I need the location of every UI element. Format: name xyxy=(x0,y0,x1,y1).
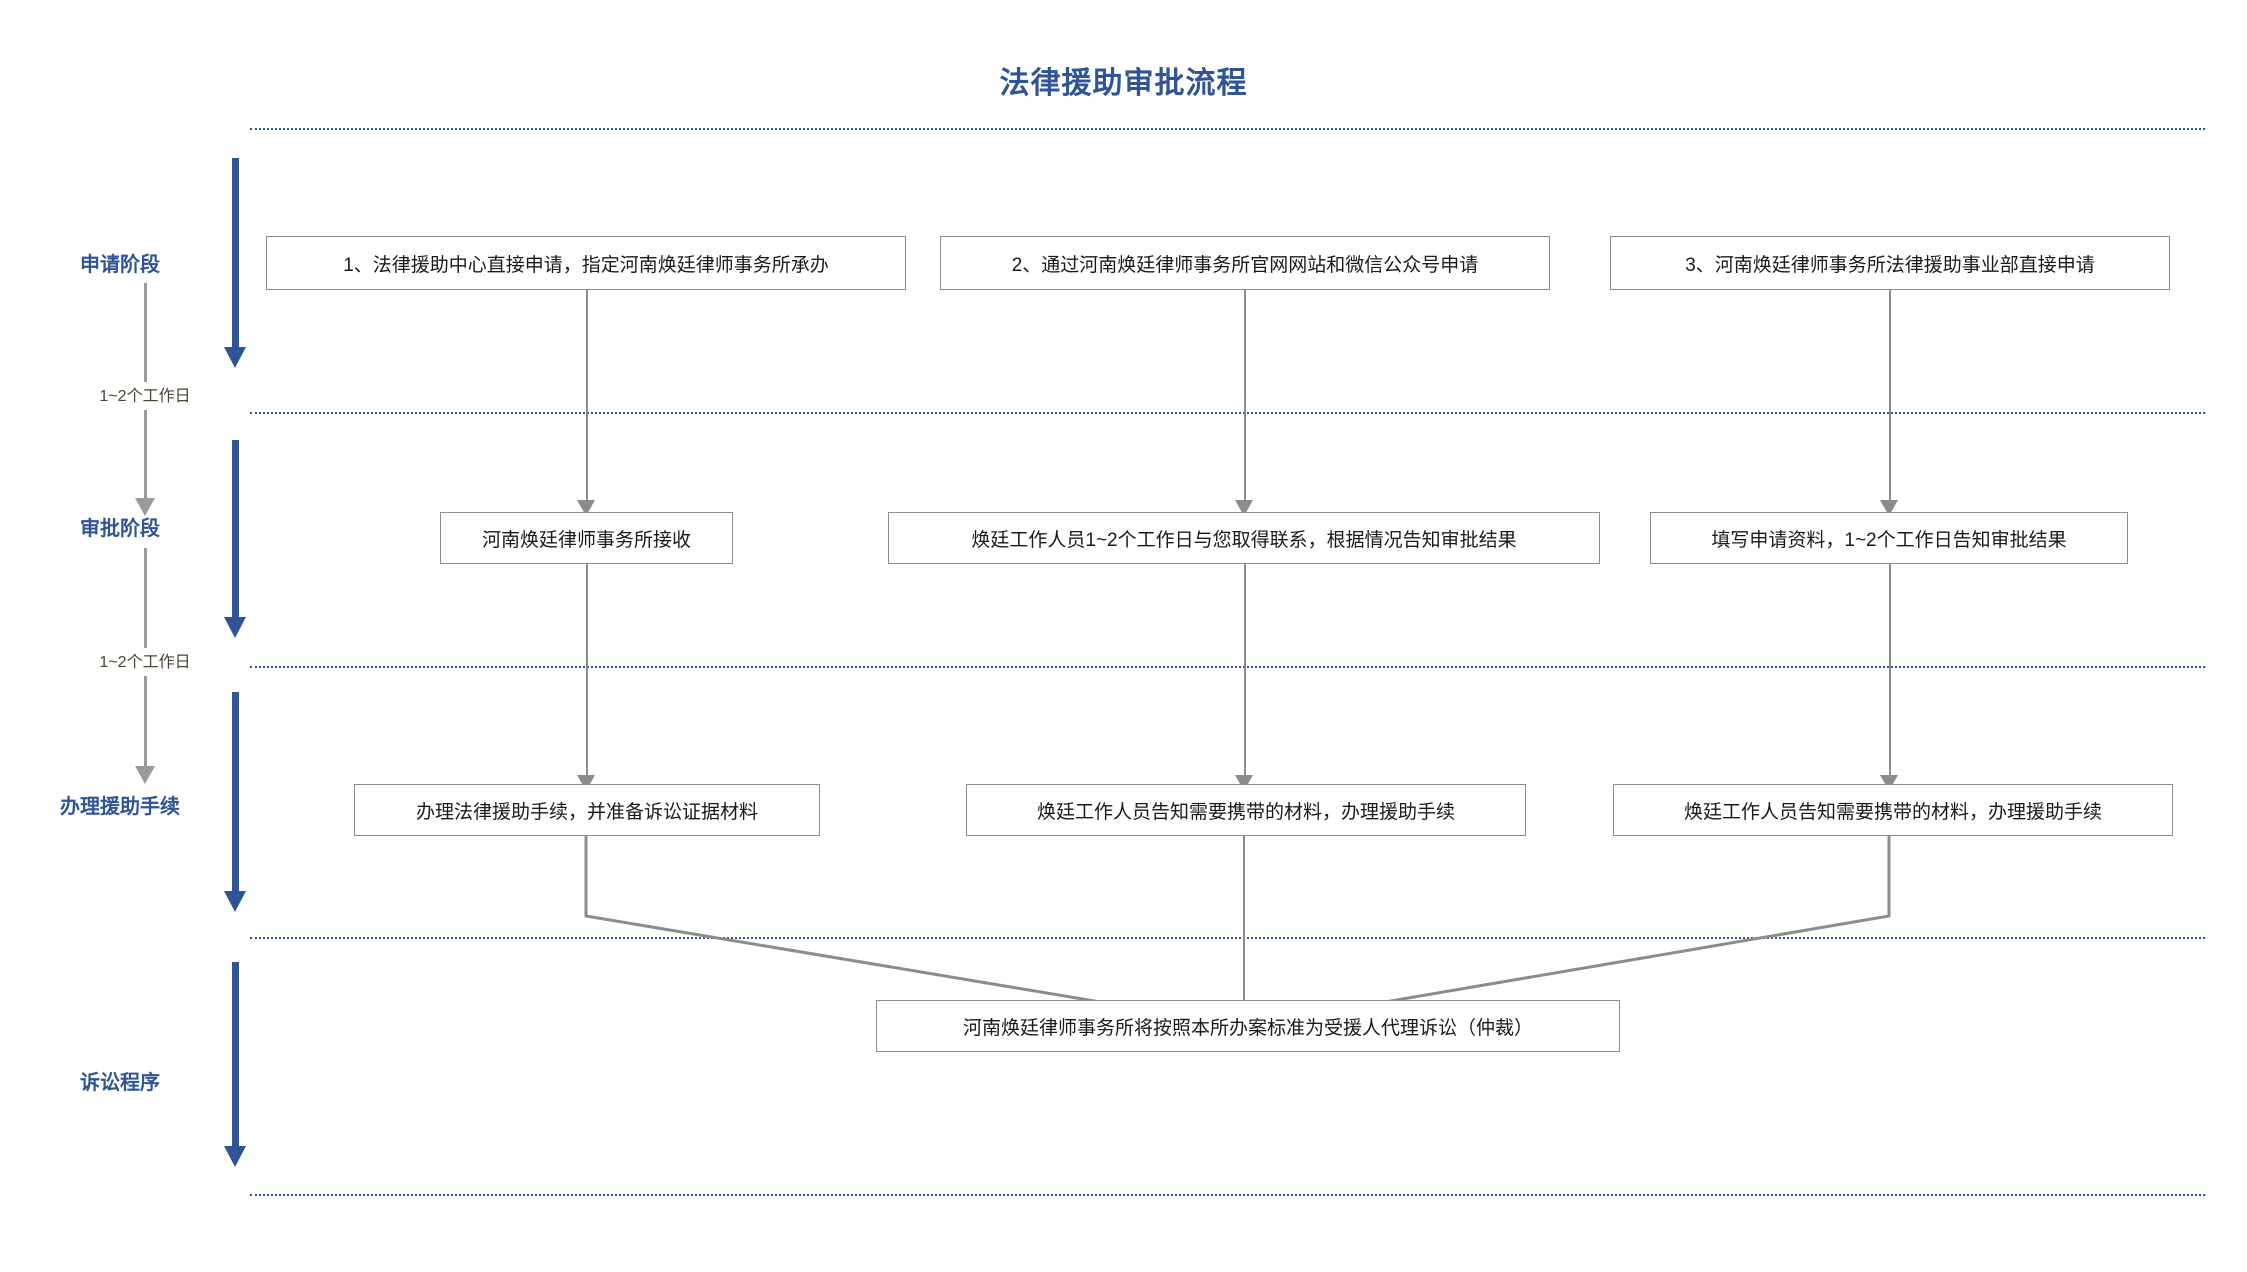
connector-review3-to-proc3 xyxy=(1889,564,1891,780)
merge-line-left xyxy=(584,836,1245,1028)
duration-arrowhead-1 xyxy=(135,498,155,516)
divider-top xyxy=(250,128,2205,130)
merge-line-right xyxy=(1243,836,1891,1028)
node-review-1[interactable]: 河南焕廷律师事务所接收 xyxy=(440,512,733,564)
stage-arrow-review xyxy=(224,440,246,638)
duration-line-2-lower xyxy=(144,676,147,768)
divider-bottom xyxy=(250,1194,2205,1196)
duration-line-1-upper xyxy=(144,283,147,388)
node-litigation-1[interactable]: 河南焕廷律师事务所将按照本所办案标准为受援人代理诉讼（仲裁） xyxy=(876,1000,1620,1052)
stage-label-procedure: 办理援助手续 xyxy=(60,796,180,818)
divider-review xyxy=(250,666,2205,668)
stage-label-apply: 申请阶段 xyxy=(80,254,160,276)
stage-label-review: 审批阶段 xyxy=(80,518,160,540)
node-procedure-1[interactable]: 办理法律援助手续，并准备诉讼证据材料 xyxy=(354,784,820,836)
connector-apply1-to-review1 xyxy=(586,290,588,504)
stage-arrow-procedure xyxy=(224,692,246,912)
duration-arrowhead-2 xyxy=(135,766,155,784)
node-procedure-2[interactable]: 焕廷工作人员告知需要携带的材料，办理援助手续 xyxy=(966,784,1526,836)
divider-apply xyxy=(250,412,2205,414)
divider-procedure xyxy=(250,937,2205,939)
node-review-2[interactable]: 焕廷工作人员1~2个工作日与您取得联系，根据情况告知审批结果 xyxy=(888,512,1600,564)
page-title: 法律援助审批流程 xyxy=(999,67,1248,100)
connector-review2-to-proc2 xyxy=(1244,564,1246,780)
stage-arrow-litigation xyxy=(224,962,246,1167)
duration-line-2-upper xyxy=(144,548,147,648)
duration-label-1: 1~2个工作日 xyxy=(62,382,228,406)
connector-review1-to-proc1 xyxy=(586,564,588,780)
connector-apply2-to-review2 xyxy=(1244,290,1246,504)
stage-arrow-apply xyxy=(224,158,246,368)
connector-apply3-to-review3 xyxy=(1889,290,1891,504)
node-apply-3[interactable]: 3、河南焕廷律师事务所法律援助事业部直接申请 xyxy=(1610,236,2170,290)
node-procedure-3[interactable]: 焕廷工作人员告知需要携带的材料，办理援助手续 xyxy=(1613,784,2173,836)
node-apply-1[interactable]: 1、法律援助中心直接申请，指定河南焕廷律师事务所承办 xyxy=(266,236,906,290)
duration-line-1-lower xyxy=(144,410,147,500)
node-apply-2[interactable]: 2、通过河南焕廷律师事务所官网网站和微信公众号申请 xyxy=(940,236,1550,290)
duration-label-2: 1~2个工作日 xyxy=(62,648,228,672)
node-review-3[interactable]: 填写申请资料，1~2个工作日告知审批结果 xyxy=(1650,512,2128,564)
stage-label-litigation: 诉讼程序 xyxy=(80,1072,160,1094)
